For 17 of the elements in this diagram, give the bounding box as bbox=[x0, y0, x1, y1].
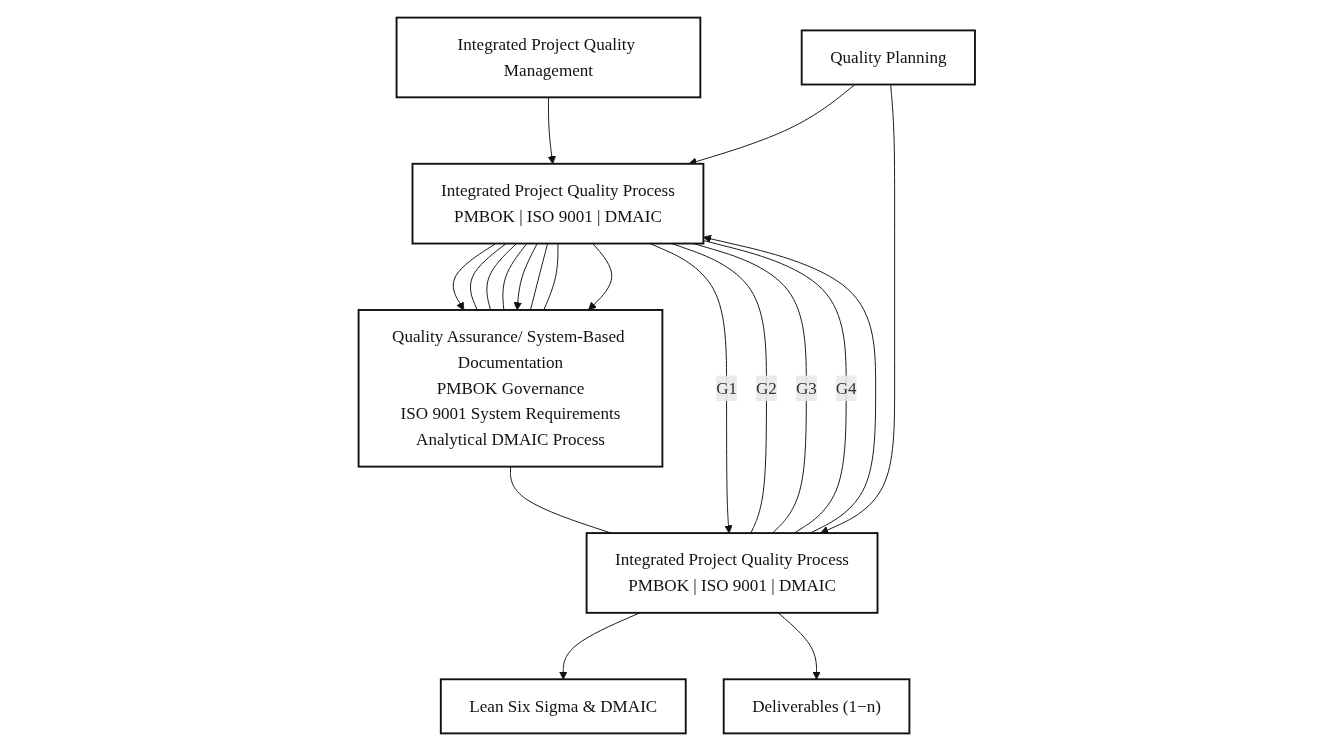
connector bbox=[486, 243, 517, 311]
node-box: Integrated Project Quality Process PMBOK | ISO 9001 | DMAIC bbox=[411, 162, 705, 245]
node-box: Quality Planning bbox=[800, 29, 976, 86]
node-box: Integrated Project Quality Management bbox=[395, 16, 702, 99]
node-box: Integrated Project Quality Process PMBOK | ISO 9001 | DMAIC bbox=[585, 532, 879, 614]
node-box: Quality Assurance/ System-Based Documentation PMBOK Governance ISO 9001 System Requirements Analytical DMAIC Process bbox=[357, 309, 664, 468]
edge-label: G4 bbox=[835, 378, 857, 398]
connector bbox=[529, 243, 548, 311]
node-box: Lean Six Sigma & DMAIC bbox=[439, 678, 687, 735]
connector bbox=[469, 243, 507, 311]
edge-label: G2 bbox=[755, 378, 777, 398]
node-box: Deliverables (1−n) bbox=[722, 678, 911, 735]
connector bbox=[702, 240, 847, 534]
edge-label: G3 bbox=[795, 378, 817, 398]
connector bbox=[502, 243, 528, 311]
edge-label: G1 bbox=[715, 378, 737, 398]
connector bbox=[543, 243, 559, 311]
